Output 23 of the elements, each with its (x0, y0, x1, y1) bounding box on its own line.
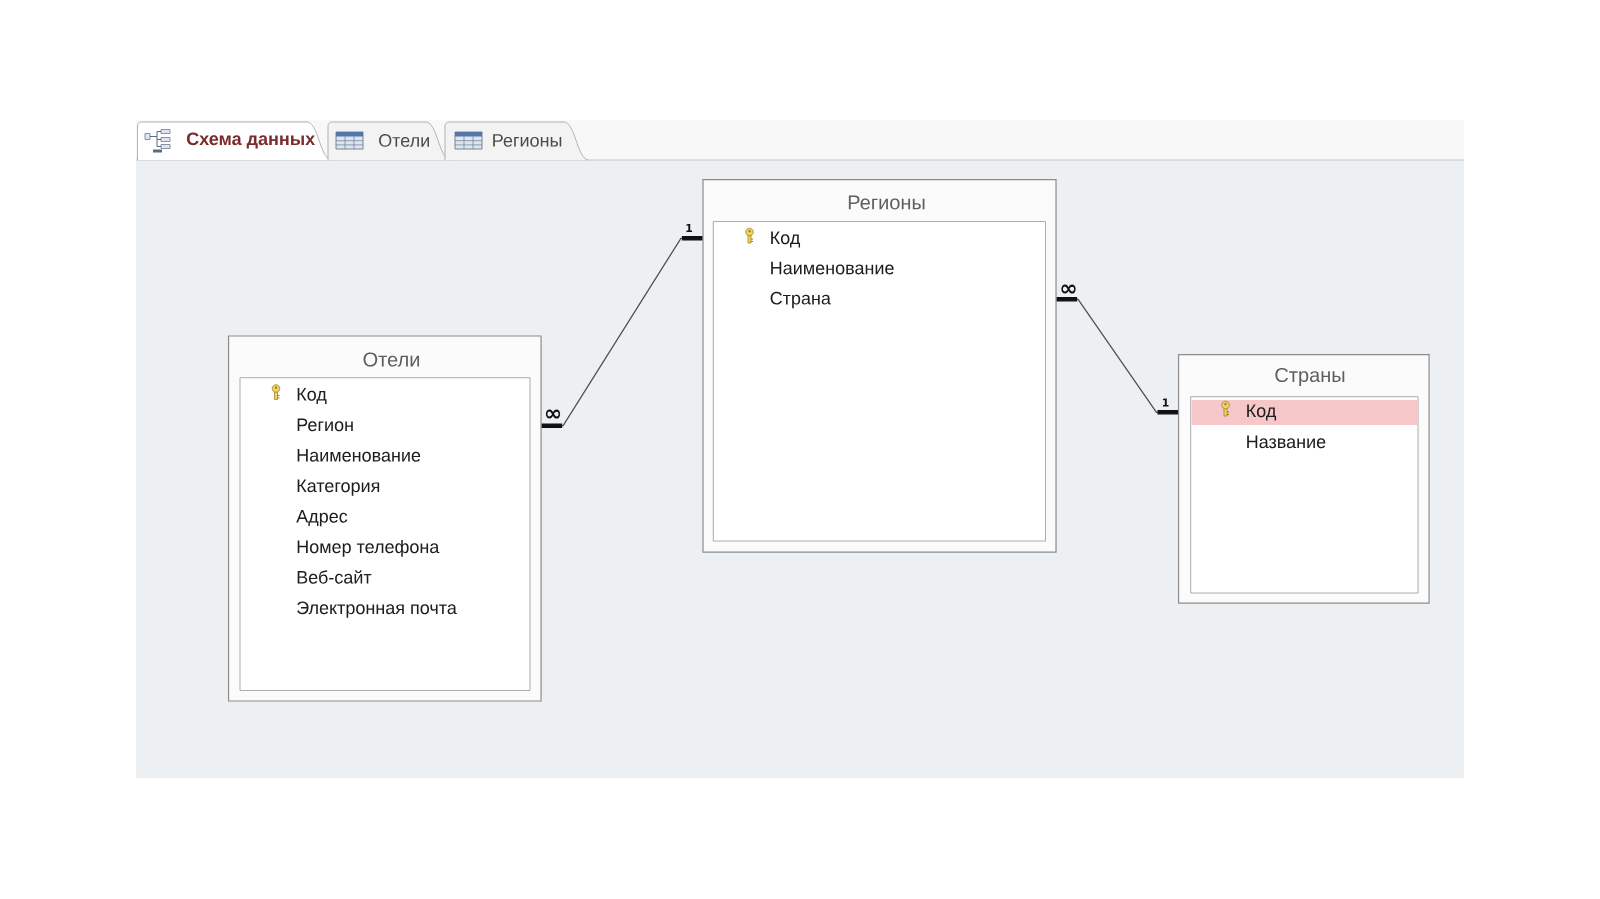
table-title: Регионы (848, 195, 925, 210)
field-name: Номер телефона (297, 539, 440, 557)
field-name: Регион (297, 418, 353, 432)
relationship-line (541, 236, 703, 428)
field-name: Название (1247, 435, 1326, 449)
table-title: Страны (1275, 367, 1345, 387)
cardinality-mark: 1 (686, 224, 693, 232)
field-name: Код (771, 231, 801, 248)
field-name: Код (1247, 404, 1277, 421)
field-name: Адрес (296, 510, 348, 527)
tab: Схема данных (137, 121, 332, 161)
cardinality-mark: ∞ (545, 409, 561, 419)
field-name: Категория (297, 479, 380, 496)
field-name: Наименование (771, 261, 894, 275)
field-name: Веб-сайт (297, 570, 372, 584)
field-name: Страна (770, 291, 831, 309)
field-name: Код (297, 388, 327, 405)
cardinality-mark: 1 (1162, 398, 1169, 407)
field-name: Электронная почта (297, 601, 457, 618)
field-name: Наименование (297, 449, 421, 462)
relationship-line (1056, 297, 1178, 415)
table-title: Отели (363, 352, 419, 367)
cardinality-mark: ∞ (1061, 284, 1076, 294)
